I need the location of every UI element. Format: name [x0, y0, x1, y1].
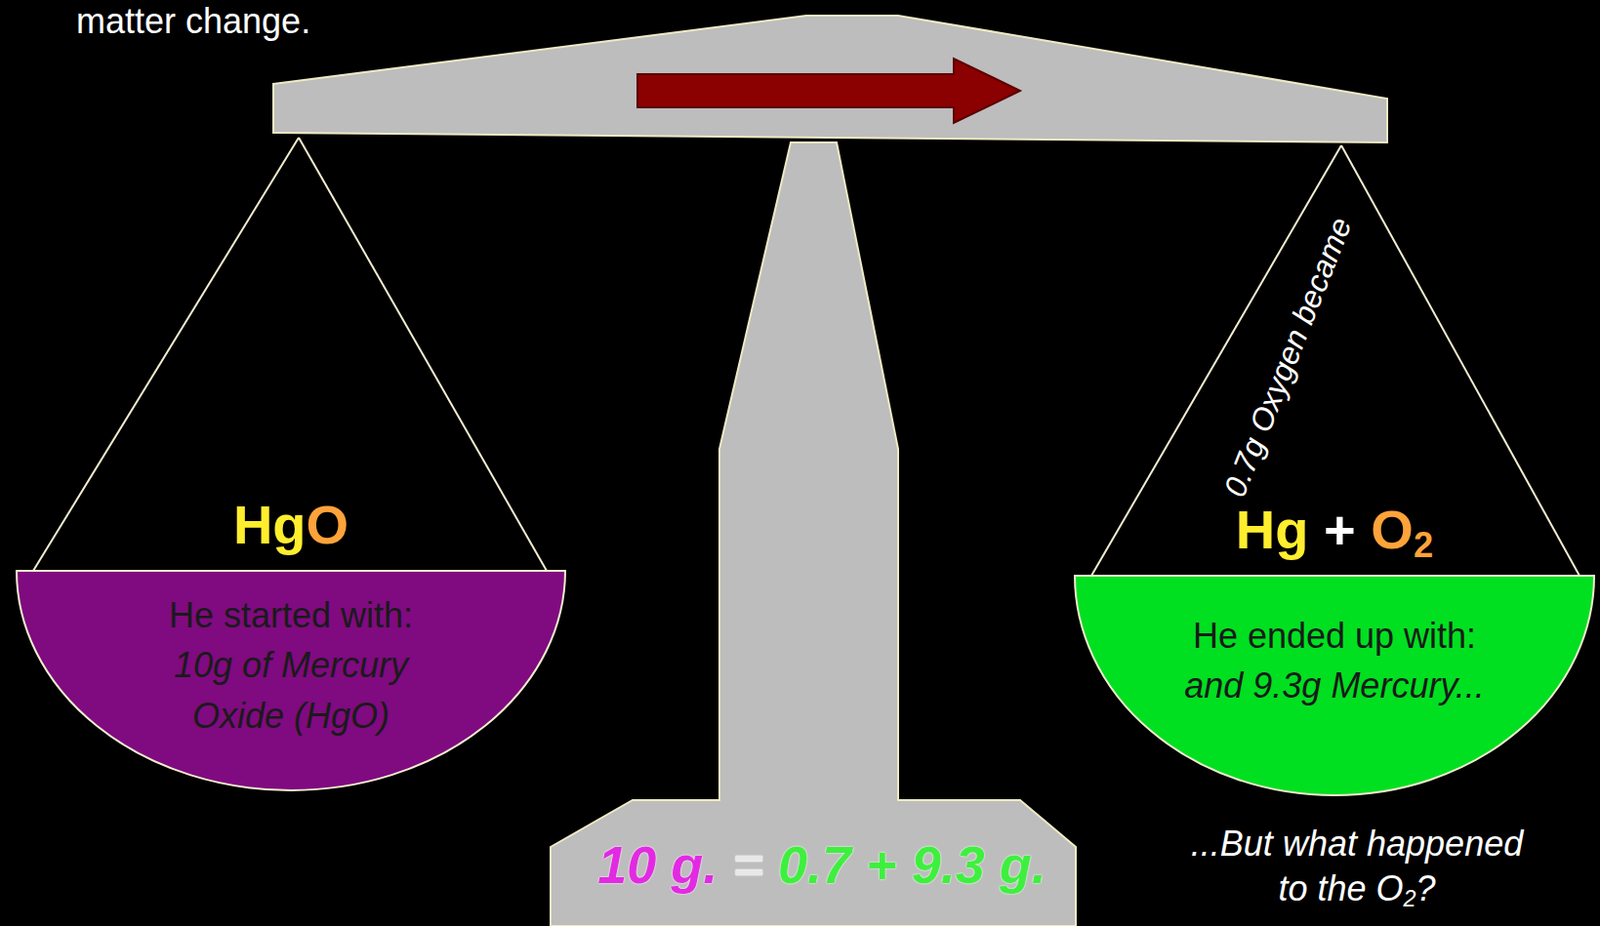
text-part: a: [1386, 823, 1406, 864]
text-part: .: [1200, 823, 1211, 864]
text-part: H: [233, 493, 273, 556]
text-part: [1356, 823, 1367, 864]
text-part: O: [306, 493, 350, 556]
text-part: o: [1287, 868, 1308, 909]
text-part: 9: [911, 835, 942, 895]
pan-string: [1341, 145, 1580, 576]
text-part: [984, 835, 1000, 895]
text-part: .: [1210, 823, 1221, 864]
balance-beam: [273, 15, 1388, 143]
text-part: H: [1235, 498, 1275, 561]
text-part: [897, 835, 912, 895]
pan-string: [33, 137, 299, 572]
text-part: t: [1263, 823, 1273, 864]
text-part: ?: [1416, 868, 1436, 909]
text-part: u: [1243, 823, 1264, 864]
text-part: t: [1277, 868, 1288, 909]
text-part: e: [1483, 823, 1504, 864]
text-part: 1: [597, 835, 627, 895]
text-part: +: [865, 835, 898, 895]
pan-bowl: [16, 571, 566, 791]
text-part: [717, 835, 733, 895]
pan-amount: 10g of Mercury Oxide (HgO): [144, 640, 438, 742]
text-part: .: [941, 835, 956, 895]
text-part: [1366, 868, 1377, 909]
text-part: [1272, 823, 1283, 864]
text-part: .: [807, 835, 822, 895]
text-part: p: [1405, 823, 1426, 864]
text-part: h: [1308, 823, 1328, 864]
text-part: d: [1503, 823, 1523, 864]
text-part: n: [1464, 823, 1484, 864]
subscript: 2: [1413, 525, 1434, 566]
pan-string: [298, 137, 547, 572]
rotated-note: 0.7g Oxygen became: [1217, 212, 1359, 502]
question-note: ...But what happened to the O2?: [1171, 821, 1543, 912]
text-part: 0: [626, 835, 657, 895]
text-part: w: [1282, 823, 1309, 864]
text-part: O: [1370, 498, 1414, 561]
pan-amount: and 9.3g Mercury...: [1148, 660, 1520, 712]
text-part: +: [1323, 498, 1356, 561]
text-part: h: [1366, 823, 1387, 864]
mass-equation: 10 g. = 0.7 + 9.3 g.: [597, 835, 1047, 895]
chemical-formula: HgO: [15, 493, 567, 557]
text-part: e: [1444, 823, 1465, 864]
text-part: t: [1347, 823, 1357, 864]
text-part: [1307, 868, 1317, 909]
text-part: 3: [955, 835, 985, 895]
pan-caption: He started with:: [15, 591, 567, 641]
pan-text: He started with:10g of Mercury Oxide (Hg…: [15, 591, 567, 742]
text-part: p: [1425, 823, 1445, 864]
text-part: 7: [821, 835, 852, 895]
text-part: [1355, 498, 1372, 561]
pan-caption: He ended up with:: [1073, 612, 1596, 661]
text-part: h: [1326, 868, 1347, 909]
text-part: [763, 835, 779, 895]
text-part: g: [999, 835, 1032, 895]
pan-text: He ended up with:and 9.3g Mercury...: [1073, 612, 1596, 712]
text-part: .: [1190, 823, 1201, 864]
text-part: g: [272, 493, 306, 556]
text-part: .: [702, 835, 718, 895]
pan-bowl: [1074, 575, 1595, 796]
balance-pan: HgO He started with:10g of Mercury Oxide …: [15, 488, 567, 793]
balance-stand: [550, 142, 1076, 926]
text-part: [851, 835, 866, 895]
chemical-formula: Hg + O2: [1073, 498, 1596, 562]
text-part: t: [1316, 868, 1327, 909]
text-part: O: [1376, 868, 1404, 909]
direction-arrow: [637, 58, 1021, 124]
slide-text: matter change.: [76, 1, 311, 42]
text-part: B: [1220, 823, 1244, 864]
text-part: [1309, 498, 1325, 561]
text-part: g: [670, 835, 703, 895]
text-part: 0: [778, 835, 808, 895]
text-part: g: [1274, 498, 1309, 561]
text-part: e: [1347, 868, 1367, 909]
text-part: [656, 835, 671, 895]
subscript: 2: [1403, 886, 1417, 912]
text-part: a: [1327, 823, 1348, 864]
text-part: .: [1031, 835, 1047, 895]
text-part: =: [732, 835, 764, 895]
balance-pan: Hg + O2 He ended up with:and 9.3g Mercury…: [1073, 492, 1596, 798]
